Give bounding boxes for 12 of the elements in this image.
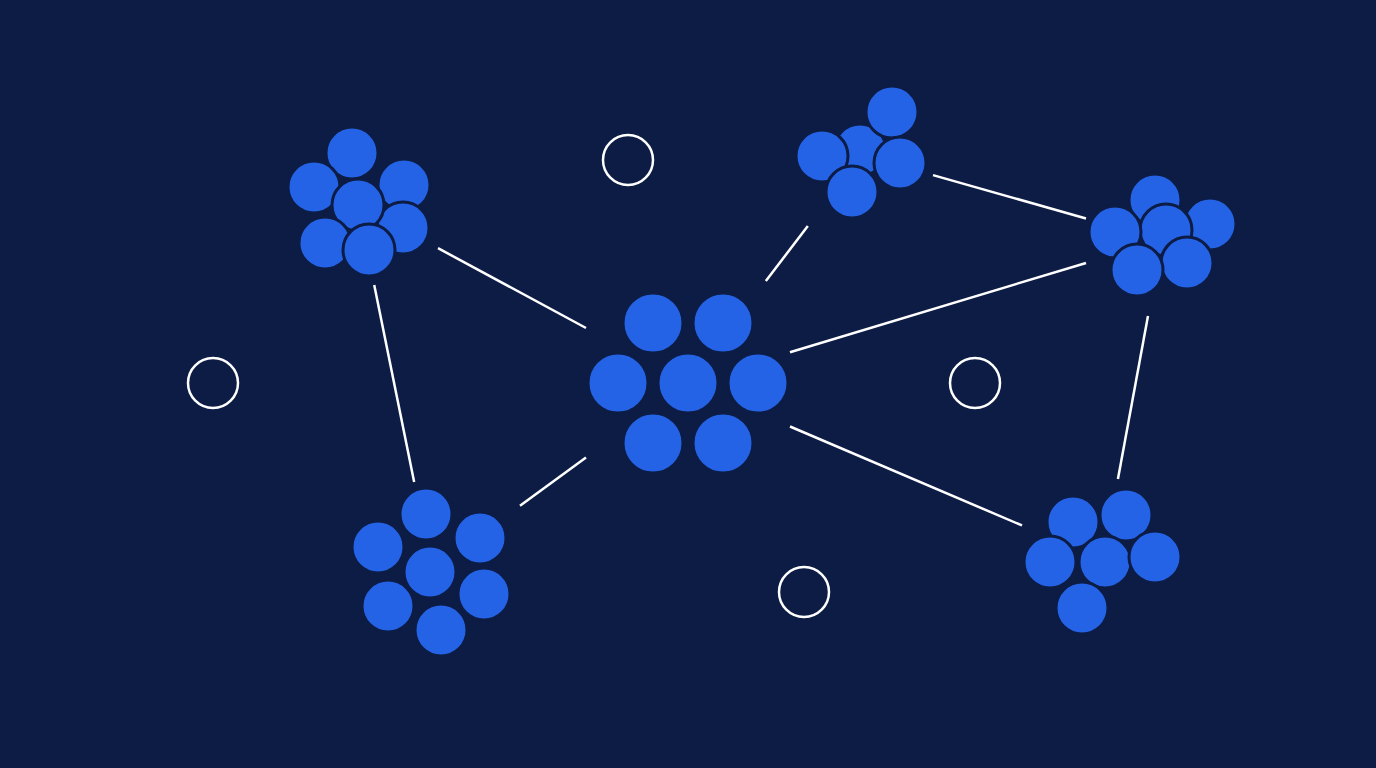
- ring-circle: [185, 355, 241, 411]
- connector-line: [789, 425, 1023, 527]
- connector-line: [437, 247, 587, 330]
- connector-line: [1116, 315, 1150, 480]
- connector-line: [373, 284, 416, 483]
- ring-circle: [947, 355, 1003, 411]
- connector-line: [789, 261, 1087, 354]
- ring-circle: [776, 564, 832, 620]
- connector-line: [519, 456, 587, 507]
- connector-line: [764, 225, 809, 282]
- ring-circle: [600, 132, 656, 188]
- connector-line: [932, 173, 1087, 220]
